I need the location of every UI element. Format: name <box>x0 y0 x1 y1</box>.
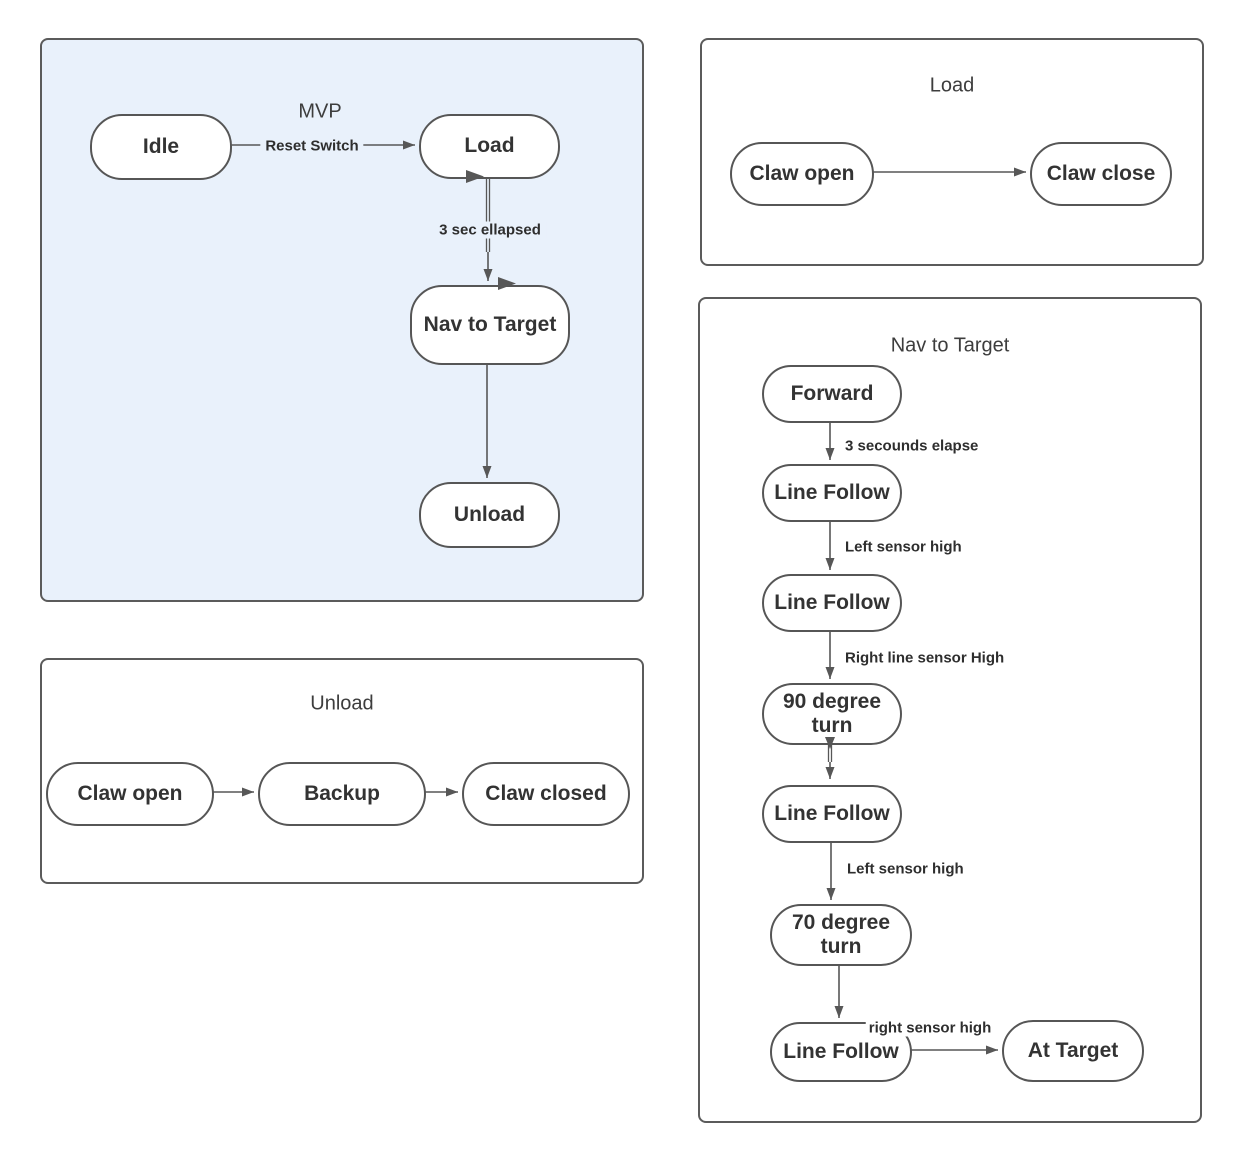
state-idle-label: Idle <box>142 134 180 158</box>
state-load-label: Load <box>464 134 515 158</box>
state-backup-label: Backup <box>304 781 380 805</box>
state-claw-open-load: Claw open <box>730 142 874 206</box>
state-claw-open-unload: Claw open <box>46 762 214 826</box>
edge-label-3-sec-ellapsed: 3 sec ellapsed <box>434 221 546 239</box>
state-line-follow-1: Line Follow <box>762 464 902 522</box>
state-idle: Idle <box>90 114 232 180</box>
state-claw-open-unload-label: Claw open <box>77 781 183 805</box>
edge-label-right-sensor-high: right sensor high <box>865 1019 995 1037</box>
state-forward: Forward <box>762 365 902 423</box>
state-line-follow-1-label: Line Follow <box>774 480 890 504</box>
group-load: Load Claw open Claw close <box>700 38 1204 266</box>
edge-label-3-secounds-elapse: 3 secounds elapse <box>845 437 979 455</box>
state-70-degree-turn: 70 degree turn <box>770 904 912 966</box>
state-backup: Backup <box>258 762 426 826</box>
state-90-degree-turn: 90 degree turn <box>762 683 902 745</box>
state-claw-closed: Claw closed <box>462 762 630 826</box>
group-mvp-title: MVP <box>298 100 342 123</box>
state-line-follow-2-label: Line Follow <box>774 590 890 614</box>
state-line-follow-3-label: Line Follow <box>774 801 890 825</box>
group-load-title: Load <box>929 74 975 97</box>
state-claw-close-label: Claw close <box>1046 161 1156 185</box>
state-nav-to-target-label: Nav to Target <box>423 312 557 336</box>
state-unload: Unload <box>419 482 560 548</box>
state-load: Load <box>419 114 560 179</box>
group-unload: Unload Claw open Backup Claw closed <box>40 658 644 884</box>
state-nav-to-target: Nav to Target <box>410 285 570 365</box>
state-line-follow-4-label: Line Follow <box>783 1039 899 1063</box>
edge-label-left-sensor-high-2: Left sensor high <box>847 860 964 878</box>
edge-label-reset-switch: Reset Switch <box>260 137 364 155</box>
state-claw-open-load-label: Claw open <box>749 161 855 185</box>
state-claw-close: Claw close <box>1030 142 1172 206</box>
edge-label-left-sensor-high-1: Left sensor high <box>845 538 962 556</box>
group-nav-to-target-title: Nav to Target <box>890 334 1010 357</box>
edge-label-right-line-sensor-high: Right line sensor High <box>845 649 1005 667</box>
state-claw-closed-label: Claw closed <box>485 781 607 805</box>
state-forward-label: Forward <box>790 381 874 405</box>
state-70-degree-turn-label: 70 degree turn <box>791 910 891 958</box>
state-90-degree-turn-label: 90 degree turn <box>782 689 882 737</box>
group-unload-title: Unload <box>310 692 374 715</box>
state-at-target-label: At Target <box>1027 1038 1119 1062</box>
state-unload-label: Unload <box>453 502 526 526</box>
state-line-follow-2: Line Follow <box>762 574 902 632</box>
group-mvp: MVP Idle Load Nav to Target Unload Reset… <box>40 38 644 602</box>
state-line-follow-3: Line Follow <box>762 785 902 843</box>
state-at-target: At Target <box>1002 1020 1144 1082</box>
group-nav-to-target: Nav to Target Forward Line Follow Line F… <box>698 297 1202 1123</box>
